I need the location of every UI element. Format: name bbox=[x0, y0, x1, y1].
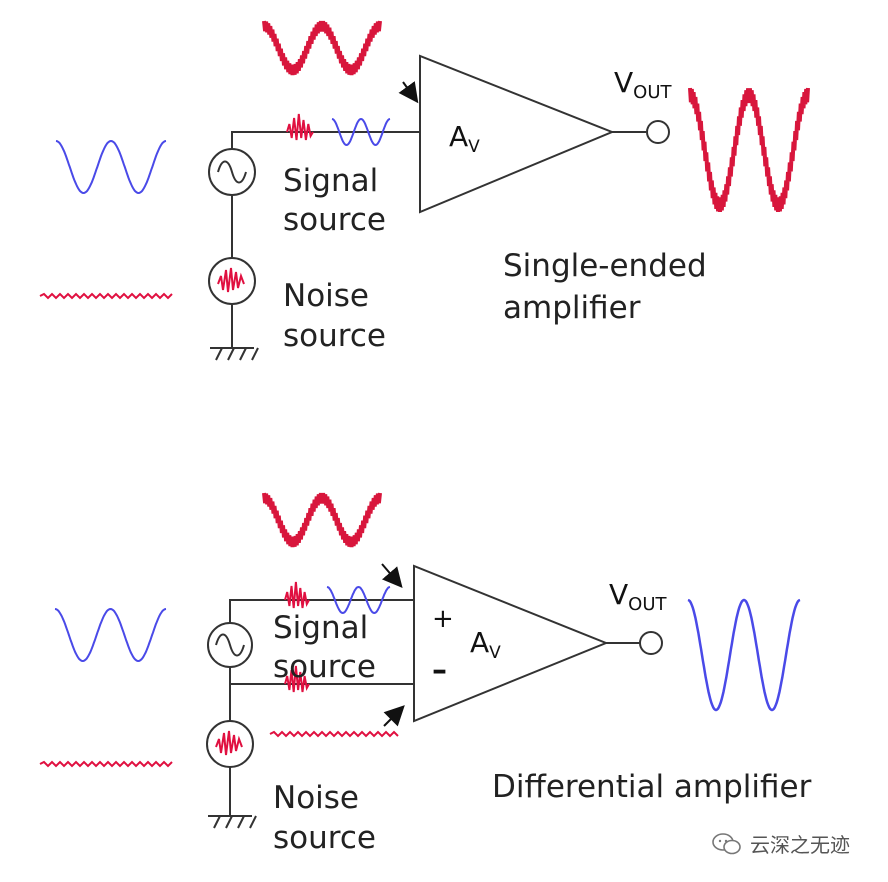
vout-main: V bbox=[614, 66, 633, 99]
single-ended-circuit: AV VOUT Signal source Noise source Singl… bbox=[39, 20, 810, 361]
input-signal-wave bbox=[54, 607, 167, 663]
vout-main: V bbox=[609, 578, 628, 611]
output-noisy-wave bbox=[688, 87, 810, 213]
wire-noise-burst-plus bbox=[284, 581, 310, 609]
wechat-icon bbox=[712, 832, 741, 854]
output-clean-wave bbox=[687, 598, 801, 712]
input-noise-wave bbox=[39, 292, 173, 300]
gain-sub: V bbox=[489, 643, 501, 663]
sine-icon bbox=[217, 160, 247, 184]
ground-symbol bbox=[210, 347, 259, 361]
signal-source-symbol bbox=[208, 148, 256, 196]
input-signal-wave bbox=[55, 139, 167, 195]
differential-circuit: + – AV VOUT Signal source Noise source D… bbox=[39, 492, 812, 856]
amp-type-label-1: Single-ended bbox=[503, 248, 707, 284]
ground-symbol bbox=[208, 815, 257, 829]
plus-sign: + bbox=[432, 604, 454, 634]
pickup-arrow-plus bbox=[381, 563, 403, 589]
signal-source-label-1: Signal bbox=[283, 163, 378, 199]
noise-icon bbox=[215, 730, 243, 756]
output-terminal bbox=[639, 631, 663, 655]
noise-source-label-2: source bbox=[283, 318, 386, 354]
signal-source-label-2: source bbox=[283, 202, 386, 238]
watermark-text: 云深之无迹 bbox=[750, 833, 850, 857]
minus-sign: – bbox=[432, 653, 447, 688]
vout-sub: OUT bbox=[633, 82, 672, 103]
noise-source-symbol bbox=[206, 720, 254, 768]
gain-label: AV bbox=[470, 626, 501, 663]
signal-source-label-1: Signal bbox=[273, 610, 368, 646]
pickup-arrow bbox=[398, 81, 419, 104]
amplifier-triangle bbox=[413, 564, 609, 723]
noise-source-symbol bbox=[208, 257, 256, 305]
pickup-noise-minus bbox=[269, 730, 399, 738]
wire-noise-burst bbox=[286, 113, 314, 141]
gain-main: A bbox=[449, 120, 468, 153]
gain-main: A bbox=[470, 626, 489, 659]
wire-signal-wave bbox=[331, 117, 391, 147]
amp-type-label-2: amplifier bbox=[503, 290, 641, 326]
noise-source-label-1: Noise bbox=[283, 278, 369, 314]
noise-icon bbox=[217, 267, 245, 293]
gain-label: AV bbox=[449, 120, 480, 157]
signal-source-symbol bbox=[207, 622, 253, 668]
plus-input-wire bbox=[229, 599, 414, 623]
signal-source-label-2: source bbox=[273, 649, 376, 685]
pickup-arrow-minus bbox=[383, 705, 405, 727]
wire-signal-wave bbox=[326, 585, 391, 615]
vout-label: VOUT bbox=[614, 66, 672, 103]
coupled-noisy-signal bbox=[262, 20, 382, 76]
noise-source-label-2: source bbox=[273, 820, 376, 856]
wire-noise-burst-minus bbox=[284, 665, 310, 693]
input-noise-wave bbox=[39, 760, 173, 768]
sine-icon bbox=[215, 633, 245, 657]
output-terminal bbox=[646, 120, 670, 144]
vout-label: VOUT bbox=[609, 578, 667, 615]
amplifier-triangle bbox=[419, 54, 615, 214]
gain-sub: V bbox=[468, 137, 480, 157]
watermark: 云深之无迹 bbox=[712, 829, 850, 858]
coupled-noisy-signal bbox=[262, 492, 382, 548]
noise-source-label-1: Noise bbox=[273, 780, 359, 816]
amp-type-label: Differential amplifier bbox=[492, 769, 812, 805]
vout-sub: OUT bbox=[628, 594, 667, 615]
